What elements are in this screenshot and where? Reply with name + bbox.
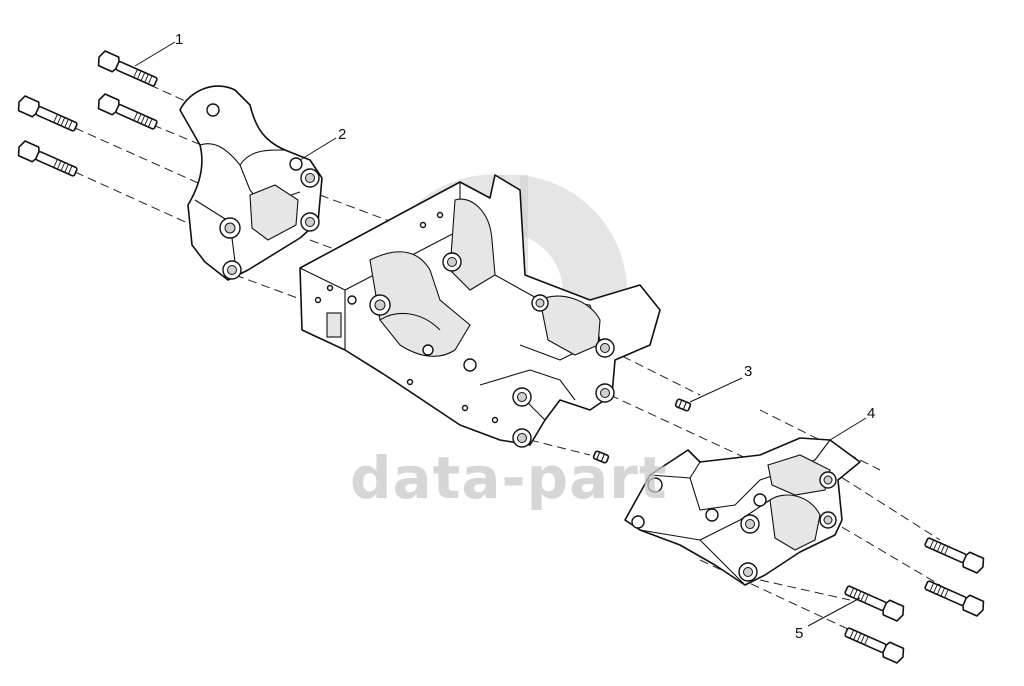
dowel-pin (592, 450, 610, 464)
bolt-group-right (844, 537, 985, 664)
bolt (97, 50, 158, 87)
bolt-group-left (17, 50, 158, 177)
bolt (844, 585, 905, 622)
callout-5: 5 (795, 625, 803, 642)
bolt (924, 580, 985, 617)
leader-lines (134, 41, 867, 627)
dowel-pins (592, 398, 692, 464)
bolt (924, 537, 985, 574)
watermark-text: data-part (350, 444, 668, 512)
bolt (17, 95, 78, 132)
front-bracket (179, 85, 323, 281)
callout-2: 2 (338, 126, 346, 143)
callout-1: 1 (175, 31, 183, 48)
bolt (17, 140, 78, 177)
bolt (844, 627, 905, 664)
alignment-lines (74, 84, 941, 631)
bolt (97, 93, 158, 130)
dowel-pin (674, 398, 692, 412)
main-block (299, 174, 661, 448)
rear-bracket (624, 437, 861, 586)
callout-4: 4 (867, 405, 875, 422)
callout-3: 3 (744, 363, 752, 380)
